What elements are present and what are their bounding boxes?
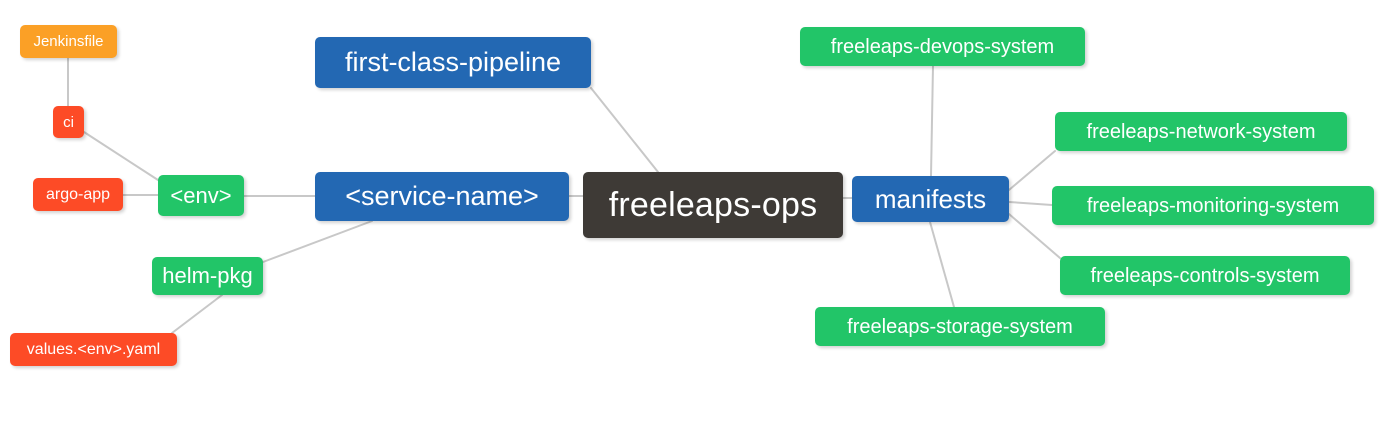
node-label: <env>: [170, 182, 232, 208]
edge-ci-to-env: [83, 131, 159, 181]
node-label: first-class-pipeline: [344, 47, 562, 77]
node-label: freeleaps-storage-system: [847, 315, 1073, 338]
node-root[interactable]: freeleaps-ops: [583, 172, 843, 238]
edge-values-to-helm: [171, 294, 223, 334]
node-controls[interactable]: freeleaps-controls-system: [1060, 256, 1350, 295]
node-argoapp[interactable]: argo-app: [33, 178, 123, 211]
node-label: helm-pkg: [162, 263, 253, 288]
node-monitoring[interactable]: freeleaps-monitoring-system: [1052, 186, 1374, 225]
node-storage[interactable]: freeleaps-storage-system: [815, 307, 1105, 346]
edge-helm-to-service: [262, 220, 373, 263]
node-service[interactable]: <service-name>: [315, 172, 569, 221]
node-jenkinsfile[interactable]: Jenkinsfile: [20, 25, 117, 58]
node-label: freeleaps-controls-system: [1090, 264, 1320, 287]
node-ci[interactable]: ci: [53, 106, 84, 138]
node-label: values.<env>.yaml: [26, 340, 161, 358]
node-label: freeleaps-ops: [608, 186, 818, 224]
node-label: manifests: [874, 184, 987, 214]
node-devops[interactable]: freeleaps-devops-system: [800, 27, 1085, 66]
edge-pipeline-to-root: [590, 87, 659, 173]
node-label: freeleaps-devops-system: [830, 35, 1055, 58]
node-values[interactable]: values.<env>.yaml: [10, 333, 177, 366]
edge-monitoring-to-manifests: [1008, 201, 1053, 206]
node-pipeline[interactable]: first-class-pipeline: [315, 37, 591, 88]
edge-network-to-manifests: [1008, 150, 1056, 191]
node-env[interactable]: <env>: [158, 175, 244, 216]
node-label: freeleaps-network-system: [1086, 120, 1316, 143]
edge-devops-to-manifests: [930, 65, 934, 177]
node-label: freeleaps-monitoring-system: [1086, 194, 1340, 217]
node-label: Jenkinsfile: [33, 33, 104, 50]
node-helm[interactable]: helm-pkg: [152, 257, 263, 295]
node-label: ci: [63, 113, 74, 131]
node-label: <service-name>: [345, 181, 539, 211]
node-manifests[interactable]: manifests: [852, 176, 1009, 222]
node-network[interactable]: freeleaps-network-system: [1055, 112, 1347, 151]
node-label: argo-app: [45, 185, 111, 203]
edge-storage-to-manifests: [929, 221, 955, 308]
